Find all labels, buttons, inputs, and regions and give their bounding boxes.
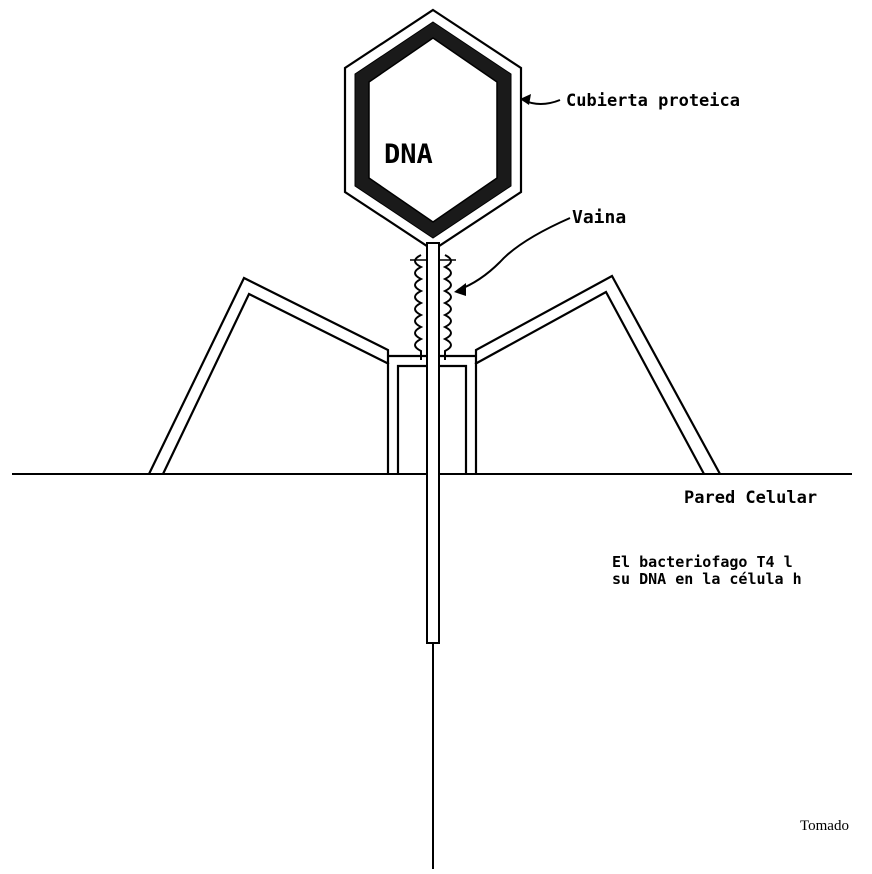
protein-coat-label: Cubierta proteica — [566, 91, 740, 111]
sheath-label: Vaina — [572, 207, 626, 228]
sheath-pointer — [458, 218, 570, 290]
sheath-arrowhead — [454, 283, 466, 296]
caption-line-1: El bacteriofago T4 l — [612, 553, 793, 571]
cell-wall-label: Pared Celular — [684, 488, 817, 508]
caption-line-2: su DNA en la célula h — [612, 570, 802, 588]
source-credit: Tomado — [800, 818, 849, 834]
tail-tube — [427, 243, 439, 643]
dna-label: DNA — [384, 139, 433, 170]
left-tail-fiber — [149, 278, 389, 474]
right-tail-fiber — [475, 276, 720, 474]
